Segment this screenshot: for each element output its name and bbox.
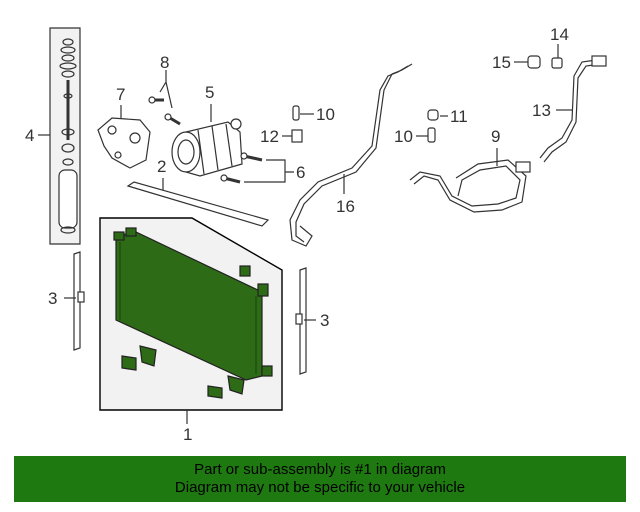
part-8-bolts[interactable]: [148, 96, 181, 126]
callout-8: 8: [160, 53, 170, 72]
part-11-cap[interactable]: [427, 109, 439, 121]
callout-1: 1: [183, 425, 193, 444]
leader-8: [159, 70, 173, 109]
callout-7: 7: [116, 85, 126, 104]
parts-diagram: [38, 27, 607, 424]
part-10-valve-lower[interactable]: [427, 127, 436, 143]
callout-2: 2: [157, 157, 167, 176]
callout-5: 5: [205, 83, 215, 102]
part-12-fitting[interactable]: [291, 129, 303, 143]
callout-10-upper: 10: [316, 105, 335, 124]
banner-line-2: Diagram may not be specific to your vehi…: [174, 479, 466, 496]
part-10-valve-upper[interactable]: [292, 105, 300, 121]
part-3-seal-left[interactable]: [73, 251, 85, 351]
banner-line-1: Part or sub-assembly is #1 in diagram: [194, 461, 446, 478]
callout-3-right: 3: [320, 311, 330, 330]
part-15-cap[interactable]: [527, 55, 541, 69]
callout-13: 13: [532, 101, 551, 120]
part-13-hose[interactable]: [539, 55, 607, 163]
callout-14: 14: [550, 25, 569, 44]
part-7-bracket[interactable]: [97, 117, 151, 169]
part-6-bolts[interactable]: [220, 152, 263, 184]
part-info-banner: Part or sub-assembly is #1 in diagram Di…: [14, 456, 626, 502]
part-14-valve[interactable]: [551, 57, 563, 69]
callout-10-lower: 10: [394, 127, 413, 146]
callout-6: 6: [296, 163, 306, 182]
part-1-condenser-panel[interactable]: [99, 217, 283, 411]
part-16-hose[interactable]: [289, 63, 413, 247]
callout-4: 4: [25, 126, 35, 145]
part-4-drier-assembly[interactable]: [49, 27, 81, 245]
callout-3-left: 3: [48, 289, 58, 308]
callout-16: 16: [336, 197, 355, 216]
part-9-hose-assembly[interactable]: [409, 159, 531, 213]
callout-11: 11: [450, 107, 468, 126]
part-2-seal[interactable]: [126, 181, 270, 227]
part-5-compressor[interactable]: [171, 118, 243, 177]
leader-6: [244, 159, 294, 183]
callout-12: 12: [260, 127, 279, 146]
part-3-seal-right[interactable]: [295, 267, 307, 375]
callout-15: 15: [492, 53, 511, 72]
callout-9: 9: [491, 127, 501, 146]
